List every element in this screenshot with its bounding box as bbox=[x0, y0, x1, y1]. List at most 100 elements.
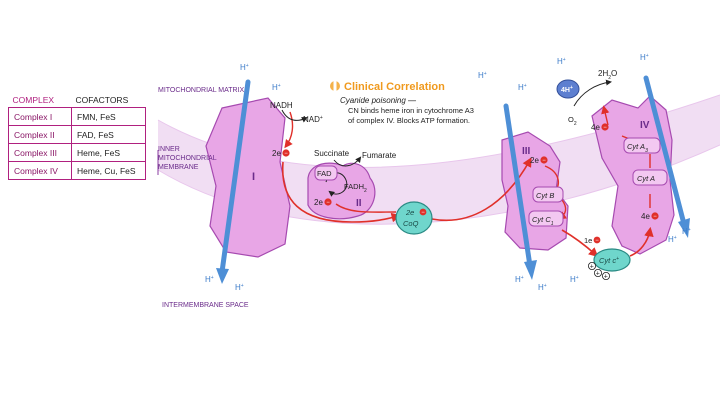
complex-iii-numeral: III bbox=[522, 146, 531, 157]
positive-charge-icon bbox=[594, 268, 603, 277]
complex-i-numeral: I bbox=[252, 171, 255, 183]
table-header-complex: COMPLEX bbox=[8, 94, 72, 108]
proton-label: H+ bbox=[515, 275, 524, 284]
proton-label: H+ bbox=[668, 235, 677, 244]
electron-count-label: 4e bbox=[591, 123, 600, 132]
nad-label: NAD+ bbox=[303, 115, 323, 124]
electron-path-cytc-to-c4 bbox=[629, 226, 654, 257]
electron-minus-sign: − bbox=[603, 125, 607, 131]
proton-arrow-c1 bbox=[219, 79, 251, 275]
cyta3-box bbox=[623, 137, 661, 154]
nadh-label: NADH bbox=[270, 101, 293, 110]
cyta-box bbox=[632, 169, 668, 186]
clinical-line-1: CN binds heme iron in cytochrome A3 bbox=[348, 106, 474, 115]
cytc1-label: Cyt C1 bbox=[532, 215, 554, 227]
proton-label: H+ bbox=[518, 83, 527, 92]
complex-iv-numeral: IV bbox=[640, 120, 650, 131]
electron-minus-icon bbox=[324, 198, 332, 206]
electron-path-c3-to-cytc bbox=[561, 229, 599, 258]
cytc-shuttle bbox=[593, 248, 631, 272]
proton-label: H+ bbox=[240, 63, 249, 72]
table-row: Complex IV Heme, Cu, FeS bbox=[8, 161, 146, 180]
cytb-label: Cyt B bbox=[536, 191, 554, 200]
proton-label: H+ bbox=[682, 227, 691, 236]
electron-minus-icon bbox=[419, 208, 427, 216]
table-cell-cofactors: FMN, FeS bbox=[71, 107, 146, 126]
table-cell-complex: Complex IV bbox=[8, 161, 72, 180]
water-label: 2H2O bbox=[598, 69, 617, 81]
proton-arrow-c3-head bbox=[524, 260, 537, 280]
positive-charge-icon bbox=[602, 271, 611, 280]
complex-ii-numeral: II bbox=[356, 198, 362, 209]
table-header-cofactors: COFACTORS bbox=[71, 94, 146, 108]
proton-label: H+ bbox=[538, 283, 547, 292]
electron-minus-sign: − bbox=[653, 214, 657, 220]
electron-badges: 2e−2e−2e−4e−4e−−−+++ bbox=[272, 123, 659, 280]
electron-minus-sign: − bbox=[326, 200, 330, 206]
proton-arrow-c4-head bbox=[678, 218, 690, 238]
region-intermembrane-label: INTERMEMBRANE SPACE bbox=[162, 302, 249, 309]
proton-label: H+ bbox=[557, 57, 566, 66]
electron-minus-sign: − bbox=[284, 151, 288, 157]
electron-minus-icon bbox=[282, 149, 290, 157]
proton-arrow-c4 bbox=[643, 75, 687, 227]
coq-label: CoQ bbox=[403, 219, 419, 228]
proton-labels: H+ H+ H+ H+ H+ H+ H+ H+ H+ H+ H+ H+ H+ bbox=[205, 53, 691, 292]
electron-minus-icon bbox=[593, 236, 601, 244]
coq-shuttle bbox=[395, 201, 433, 235]
electron-minus-icon bbox=[651, 212, 659, 220]
electron-count-label: 4e bbox=[641, 212, 650, 221]
four-h-ion bbox=[556, 79, 580, 99]
fad-box bbox=[314, 165, 338, 181]
table-cell-cofactors: FAD, FeS bbox=[71, 125, 146, 144]
electron-path-c1-to-coq bbox=[281, 161, 402, 223]
electron-path-c4-internal bbox=[604, 108, 651, 208]
region-membrane-label-2: MITOCHONDRIAL bbox=[158, 155, 217, 162]
table-row: Complex I FMN, FeS bbox=[8, 107, 146, 126]
oxygen-label: O2 bbox=[568, 115, 577, 127]
proton-label: H+ bbox=[640, 53, 649, 62]
positive-charge-icon bbox=[588, 261, 597, 270]
positive-charge-sign: + bbox=[596, 270, 600, 277]
electron-path-c2-to-coq bbox=[335, 203, 397, 213]
electron-path-coq-to-c3 bbox=[431, 157, 532, 221]
table-cell-complex: Complex I bbox=[8, 107, 72, 126]
proton-arrow-c3 bbox=[503, 103, 533, 269]
table-cell-complex: Complex II bbox=[8, 125, 72, 144]
table-row: Complex III Heme, FeS bbox=[8, 143, 146, 162]
clinical-title: Clinical Correlation bbox=[344, 81, 445, 93]
cofactor-table: COMPLEX COFACTORS Complex I FMN, FeS Com… bbox=[8, 94, 146, 180]
clinical-subtitle: Cyanide poisoning — bbox=[340, 96, 417, 105]
proton-label: H+ bbox=[478, 71, 487, 80]
cyta3-label: Cyt A3 bbox=[627, 142, 648, 154]
fad-label: FAD bbox=[317, 169, 332, 178]
electron-minus-sign: − bbox=[542, 158, 546, 164]
cytc1-box bbox=[528, 210, 564, 227]
electron-count-label: 2e bbox=[530, 156, 539, 165]
proton-label: H+ bbox=[272, 83, 281, 92]
electron-minus-sign: − bbox=[421, 210, 425, 216]
region-membrane-label-3: MEMBRANE bbox=[158, 164, 199, 171]
positive-charge-sign: + bbox=[590, 263, 594, 270]
positive-charge-sign: + bbox=[604, 273, 608, 280]
proton-label: H+ bbox=[570, 275, 579, 284]
electron-count-label: 2e bbox=[314, 198, 323, 207]
region-matrix-label: MITOCHONDRIAL MATRIX bbox=[158, 87, 245, 94]
cyta-label: Cyt A bbox=[637, 174, 655, 183]
electron-count-label: 2e bbox=[272, 149, 281, 158]
one-electron-label: 1e bbox=[584, 236, 592, 245]
electron-path-c1-internal bbox=[284, 111, 294, 149]
fadh2-label: FADH2 bbox=[344, 182, 367, 194]
four-h-label: 4H+ bbox=[561, 85, 573, 94]
table-row: Complex II FAD, FeS bbox=[8, 125, 146, 144]
electron-minus-icon bbox=[601, 123, 609, 131]
proton-label: H+ bbox=[205, 275, 214, 284]
clinical-correlation-icon bbox=[330, 81, 340, 91]
succinate-to-fumarate-arrow bbox=[333, 156, 362, 167]
electron-minus-icon bbox=[540, 156, 548, 164]
cytb-box bbox=[532, 186, 564, 203]
electron-minus-sign: − bbox=[595, 238, 599, 244]
nadh-to-nad-arrow bbox=[281, 109, 308, 123]
proton-label: H+ bbox=[235, 283, 244, 292]
